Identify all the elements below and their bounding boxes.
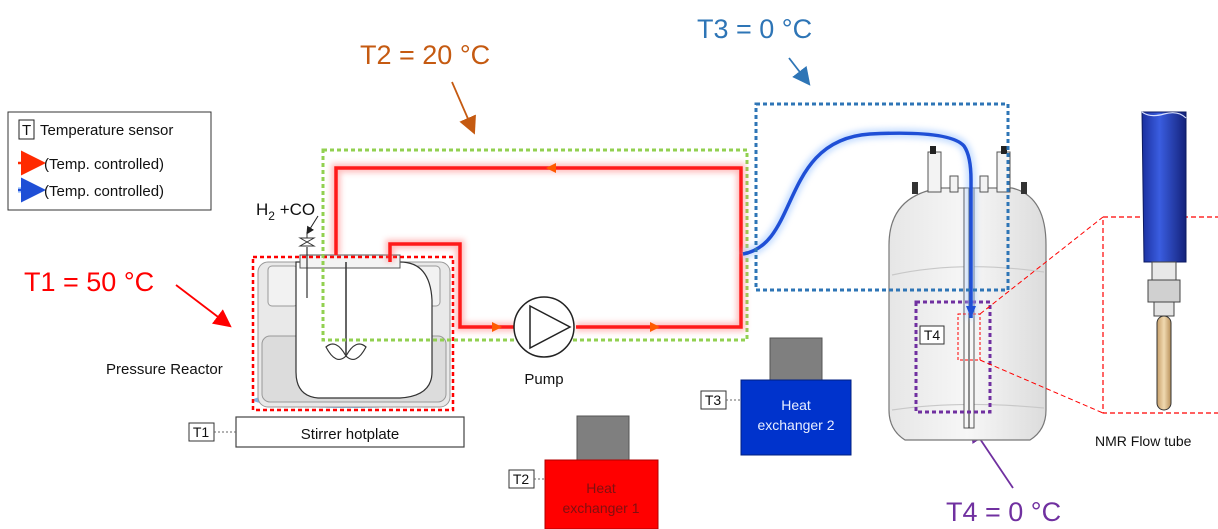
t1-sensor-label: T1: [193, 424, 210, 440]
pump: Pump: [513, 296, 575, 388]
hx2-top-unit: [769, 337, 823, 381]
flow-tube-collar-2: [1147, 279, 1181, 303]
t1-zone-box: [251, 255, 455, 412]
nmr-probe-highlight: [1141, 111, 1187, 119]
nmr-flow-tube-label: NMR Flow tube: [1095, 433, 1192, 449]
stirrer-hotplate: Stirrer hotplate T1: [188, 416, 465, 448]
legend-sensor-symbol: T: [22, 122, 31, 139]
legend-red-arrow-text: (Temp. controlled): [44, 156, 164, 173]
zoom-line-bottom: [979, 359, 1104, 414]
t3-annotation: T3 = 0 °C: [697, 14, 812, 44]
hot-loop: [331, 163, 746, 332]
t1-pointer-arrow: [175, 284, 232, 328]
t1-annotation: T1 = 50 °C: [24, 267, 154, 297]
heat-exchanger-1: Heat exchanger 1 T2: [508, 415, 659, 529]
zoom-line-top: [979, 216, 1104, 315]
cold-line-path: [742, 131, 973, 318]
flow-tube-collar-1: [1151, 261, 1177, 281]
hot-flow-arrow-top: [546, 163, 556, 173]
hx1-label-line1: Heat: [586, 480, 616, 496]
hx1-body: [544, 459, 659, 529]
hx1-label-line2: exchanger 1: [562, 500, 639, 516]
magnet-cap-2: [1021, 182, 1027, 194]
magnet-port-1: [949, 175, 959, 193]
pump-label: Pump: [524, 371, 563, 388]
stirrer-impeller: [325, 343, 367, 361]
hot-flow-arrow-pump-in: [492, 322, 502, 332]
t2-pointer-arrow: [451, 81, 476, 135]
cold-flow-arrow: [966, 306, 976, 318]
t2-sensor-label: T2: [513, 471, 530, 487]
hx2-body: [740, 379, 852, 456]
t4-zone-box: [914, 300, 992, 414]
hot-flow-arrow-pump-out: [650, 322, 660, 332]
cold-line: [741, 128, 976, 318]
magnet-stack-2: [996, 151, 1011, 193]
t3-zone-box: [754, 102, 1010, 292]
magnet-cap-4: [1001, 146, 1007, 154]
legend: T Temperature sensor (Temp. controlled) …: [7, 111, 212, 211]
pressure-reactor: H2 +CO Pressure Reactor: [106, 200, 455, 412]
reactor-vessel: [295, 261, 433, 399]
legend-sensor-text: Temperature sensor: [40, 122, 173, 139]
gas-inlet-label: H2 +CO: [256, 200, 315, 223]
nmr-flow-tube-inset: NMR Flow tube: [979, 111, 1218, 449]
hotplate-body: [235, 416, 465, 448]
reactor-flange-left: [267, 265, 299, 307]
hot-return-line: [334, 166, 743, 255]
hot-supply-line: [388, 242, 743, 329]
t3-sensor-label: T3: [705, 392, 722, 408]
legend-blue-arrow-text: (Temp. controlled): [44, 183, 164, 200]
magnet-port-2: [979, 175, 989, 193]
t4-sensor-box: [919, 325, 945, 345]
gas-inlet-arrow: [306, 215, 319, 235]
magnet-stack-1: [927, 151, 942, 193]
hx2-label-line1: Heat: [781, 397, 811, 413]
hx2-label-line2: exchanger 2: [757, 417, 834, 433]
reactor-label: Pressure Reactor: [106, 361, 223, 378]
flow-tube-collar-3: [1153, 301, 1175, 317]
t4-annotation: T4 = 0 °C: [946, 497, 1061, 527]
magnet-cap-3: [930, 146, 936, 154]
reactor-lid: [299, 254, 401, 269]
gas-inlet-valve-icon: [298, 237, 316, 247]
hotplate-label: Stirrer hotplate: [301, 426, 399, 443]
pump-body: [513, 296, 575, 358]
legend-sensor-symbol-box: [18, 119, 35, 140]
nmr-flow-tube-glass: [1156, 315, 1172, 411]
t2-annotation: T2 = 20 °C: [360, 40, 490, 70]
pump-icon: [529, 304, 572, 350]
t4-sensor-label: T4: [924, 327, 941, 343]
t3-pointer-arrow: [788, 57, 811, 86]
heat-exchanger-2: Heat exchanger 2 T3: [700, 337, 852, 456]
magnet-cap-1: [912, 182, 918, 194]
hx1-top-unit: [576, 415, 630, 461]
nmr-probe-head: [1141, 111, 1187, 263]
